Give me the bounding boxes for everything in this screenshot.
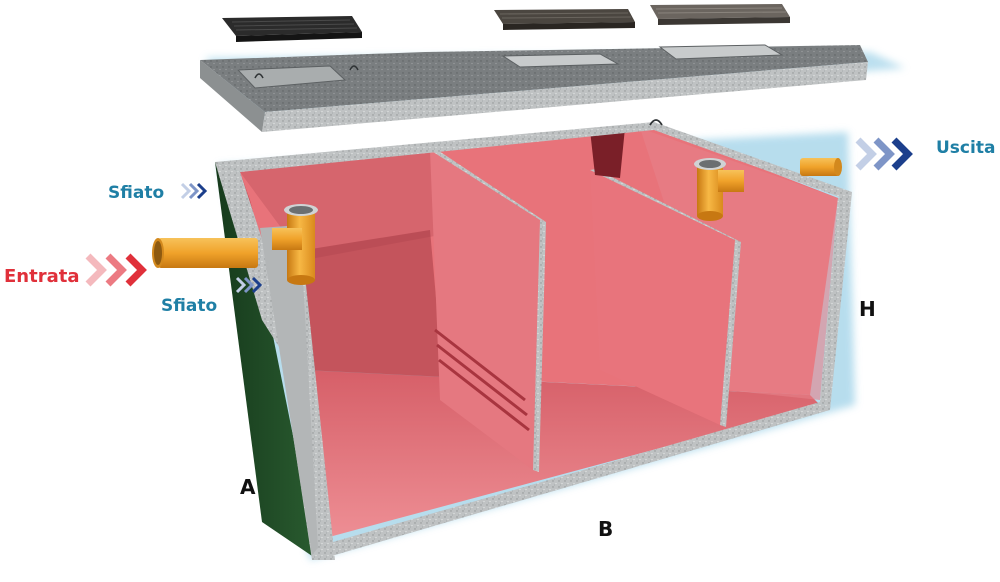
inlet-pipe bbox=[152, 238, 258, 268]
partition-wall-2 bbox=[590, 170, 735, 425]
vent-label-upper: Sfiato bbox=[108, 183, 165, 203]
dimension-label-h: H bbox=[859, 297, 876, 321]
dimension-label-b: B bbox=[598, 517, 614, 541]
interior-floor bbox=[300, 370, 820, 540]
dimension-label-a: A bbox=[240, 475, 256, 499]
lid-opening-right bbox=[658, 44, 784, 60]
lid-slab-front bbox=[262, 62, 868, 132]
outlet-pipe bbox=[800, 158, 842, 176]
tank-rim-front bbox=[215, 122, 852, 200]
lid-group bbox=[200, 4, 905, 132]
manhole-cover-middle bbox=[494, 9, 635, 30]
lid-opening-middle bbox=[501, 53, 620, 68]
manhole-cover-right bbox=[650, 4, 790, 25]
outlet-chevron-icon bbox=[855, 137, 913, 171]
outlet-label: Uscita bbox=[936, 138, 996, 158]
tank-rim-bottom bbox=[312, 402, 830, 560]
outlet-tee bbox=[694, 158, 744, 221]
inlet-label: Entrata bbox=[4, 266, 80, 287]
tank-body bbox=[215, 119, 855, 560]
vent-chevron-icon-lower bbox=[235, 276, 263, 294]
manhole-cover-left bbox=[222, 16, 362, 42]
inlet-chevron-icon bbox=[85, 253, 147, 287]
vent-label-lower: Sfiato bbox=[161, 296, 218, 316]
lid-slab-top bbox=[200, 45, 868, 112]
tank-rim-right bbox=[820, 192, 852, 410]
lid-opening-left bbox=[236, 65, 347, 89]
inlet-tee bbox=[272, 204, 318, 285]
vent-chevron-icon bbox=[180, 182, 208, 200]
